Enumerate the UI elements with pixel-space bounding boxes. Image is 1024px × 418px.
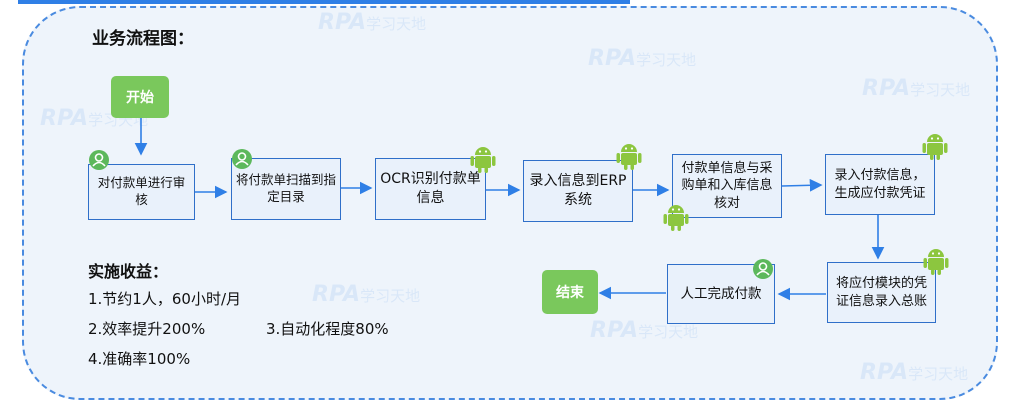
android-robot-icon: [922, 134, 948, 160]
step-post-ledger: 将应付模块的凭证信息录入总账: [827, 262, 936, 323]
benefit-item: 3.自动化程度80%: [266, 320, 389, 338]
start-node: 开始: [111, 76, 169, 118]
person-icon: [89, 150, 109, 170]
step-ocr-recognize: OCR识别付款单信息: [375, 158, 486, 220]
android-robot-icon: [470, 147, 496, 173]
step-verify-info: 付款单信息与采购单和入库信息核对: [672, 154, 782, 218]
person-icon: [753, 259, 773, 279]
benefit-item: 1.节约1人，60小时/月: [88, 290, 241, 308]
watermark: RPA学习天地: [312, 282, 421, 307]
step-generate-voucher: 录入付款信息，生成应付款凭证: [825, 154, 935, 215]
watermark: RPA学习天地: [40, 106, 149, 131]
watermark: RPA学习天地: [590, 318, 699, 343]
person-icon: [232, 149, 252, 169]
watermark: RPA学习天地: [588, 46, 697, 71]
watermark: RPA学习天地: [860, 360, 969, 385]
benefits-title: 实施收益：: [88, 262, 169, 281]
benefit-item: 4.准确率100%: [88, 350, 191, 368]
android-robot-icon: [923, 249, 949, 275]
end-node: 结束: [542, 270, 598, 314]
watermark: RPA学习天地: [862, 76, 971, 101]
top-accent-bar: [18, 0, 630, 4]
step-scan-payment: 将付款单扫描到指定目录: [231, 158, 341, 220]
flow-title: 业务流程图：: [92, 29, 194, 49]
android-robot-icon: [616, 144, 642, 170]
android-robot-icon: [663, 205, 689, 231]
arrow-b5-b6: [781, 178, 823, 192]
benefit-item: 2.效率提升200%: [88, 320, 206, 338]
step-enter-erp: 录入信息到ERP系统: [523, 160, 633, 222]
watermark: RPA学习天地: [318, 10, 427, 35]
step-review-payment: 对付款单进行审核: [88, 164, 195, 220]
